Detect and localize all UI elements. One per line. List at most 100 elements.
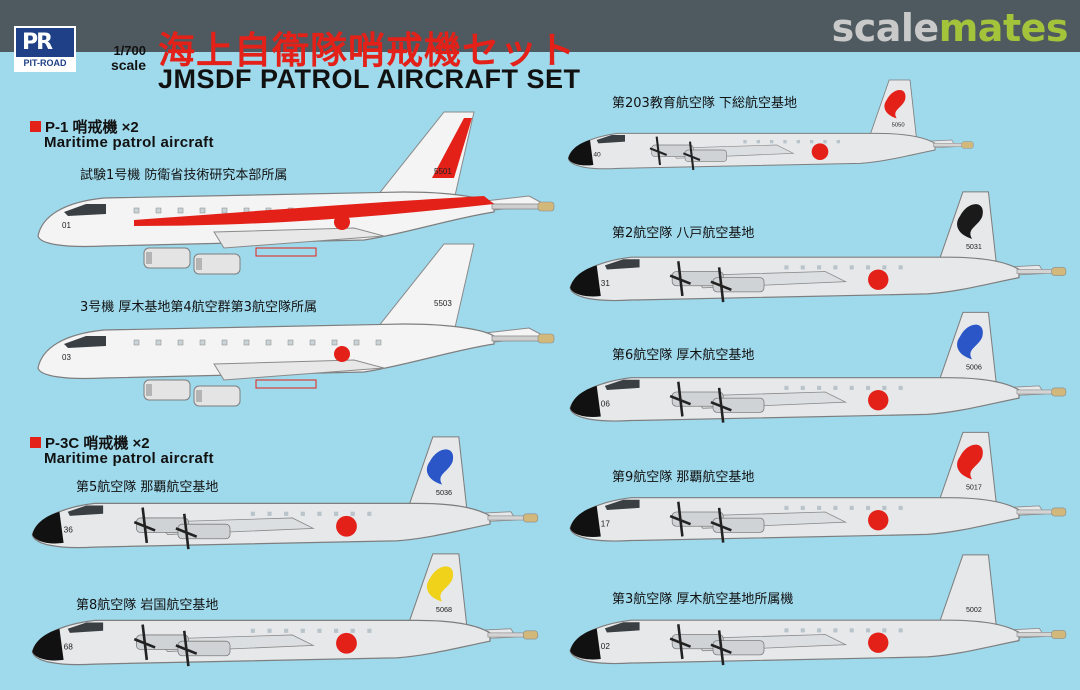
cabin-window: [221, 339, 228, 346]
tail-tip: [537, 333, 555, 344]
nose-radome: [32, 511, 64, 544]
tail-number: 5501: [434, 167, 452, 176]
cabin-window: [866, 505, 871, 510]
cabin-window: [817, 628, 822, 633]
watermark-scale: scale: [831, 6, 940, 50]
aircraft-caption: 3号機 厚木基地第4航空群第3航空隊所属: [80, 300, 317, 315]
propeller: [175, 630, 198, 667]
aircraft-illustration: 02 5002: [569, 554, 1067, 666]
cabin-window: [155, 207, 162, 214]
cabin-window: [810, 140, 814, 144]
cabin-window: [866, 265, 871, 270]
aircraft-caption: 第2航空隊 八戸航空基地: [612, 226, 755, 241]
engine-nacelle: [143, 379, 191, 401]
cockpit-window: [64, 336, 106, 348]
fuselage: [37, 323, 495, 380]
hinomaru-roundel: [334, 346, 350, 362]
cabin-window: [849, 265, 854, 270]
tail-number: 5068: [436, 605, 452, 614]
cabin-window: [784, 265, 789, 270]
vertical-tail: [372, 243, 475, 333]
watermark-mates: mates: [938, 6, 1069, 50]
red-square-icon: [30, 121, 41, 132]
squadron-tail-emblem: [957, 204, 983, 239]
cabin-window: [284, 511, 289, 516]
aircraft-illustration: 17 5017: [569, 431, 1067, 543]
cabin-window: [284, 628, 289, 633]
access-panel-outline: [255, 247, 317, 257]
aircraft-caption: 第8航空隊 岩国航空基地: [76, 598, 219, 613]
wing: [213, 227, 385, 249]
nose-number: 68: [64, 642, 74, 652]
cabin-window: [250, 511, 255, 516]
cabin-window: [882, 265, 887, 270]
cabin-window: [833, 628, 838, 633]
hinomaru-roundel: [868, 509, 889, 531]
squadron-tail-emblem: [884, 90, 906, 119]
nose-number: 17: [601, 519, 611, 528]
cabin-window: [177, 207, 184, 214]
nose-number: 02: [601, 642, 611, 651]
tail-tip: [1051, 387, 1067, 397]
cockpit-window: [604, 379, 640, 390]
cabin-window: [866, 385, 871, 390]
cockpit-window: [64, 204, 106, 216]
engine-nacelle: [193, 385, 241, 407]
tail-number: 5036: [436, 488, 452, 497]
tail-number: 5002: [966, 606, 982, 614]
cabin-window: [133, 207, 140, 214]
squadron-tail-emblem: [957, 444, 983, 480]
cabin-window: [823, 140, 827, 144]
aircraft-illustration: 68 5068: [31, 553, 539, 667]
cabin-window: [817, 265, 822, 270]
hinomaru-roundel: [336, 632, 357, 654]
tail-tip: [1051, 630, 1067, 639]
hinomaru-roundel: [811, 143, 829, 160]
cabin-window: [367, 628, 372, 633]
tail-tip: [1051, 267, 1067, 276]
propeller: [649, 136, 668, 166]
tail-number: 5031: [966, 243, 982, 251]
cabin-window: [898, 628, 903, 633]
nose-radome: [570, 265, 601, 297]
cabin-window: [300, 511, 305, 516]
cabin-window: [265, 339, 272, 346]
engine-nacelle: [143, 247, 191, 269]
cabin-window: [309, 339, 316, 346]
section-subheading-p3c: Maritime patrol aircraft: [44, 450, 214, 467]
tail-tip: [522, 513, 539, 523]
red-square-icon: [30, 437, 41, 448]
cabin-window: [833, 385, 838, 390]
brand-logo-text: PIT-ROAD: [16, 57, 74, 70]
cabin-window: [367, 511, 372, 516]
tail-tip: [961, 141, 974, 149]
wing: [213, 359, 385, 381]
aircraft-illustration: 40 5050: [567, 79, 974, 171]
propeller: [710, 507, 732, 543]
engine-intake: [146, 252, 152, 264]
propeller: [682, 141, 701, 171]
cabin-window: [334, 628, 339, 633]
cabin-window: [317, 511, 322, 516]
aircraft-caption: 第5航空隊 那覇航空基地: [76, 480, 219, 495]
hinomaru-roundel: [334, 214, 350, 230]
aircraft-caption: 第9航空隊 那覇航空基地: [612, 470, 755, 485]
cabin-window: [866, 628, 871, 633]
cabin-window: [882, 505, 887, 510]
cabin-window: [849, 385, 854, 390]
tail-number: 5050: [892, 123, 906, 129]
hinomaru-roundel: [868, 269, 889, 290]
cabin-window: [783, 140, 787, 144]
nose-number: 40: [593, 152, 601, 159]
scale-value: 1/700: [113, 43, 146, 58]
cabin-window: [350, 511, 355, 516]
tail-number: 5017: [966, 484, 982, 492]
cabin-window: [817, 385, 822, 390]
cabin-window: [836, 140, 840, 144]
cabin-window: [898, 385, 903, 390]
nose-radome: [568, 140, 594, 166]
cabin-window: [882, 385, 887, 390]
red-stripe: [134, 196, 494, 226]
